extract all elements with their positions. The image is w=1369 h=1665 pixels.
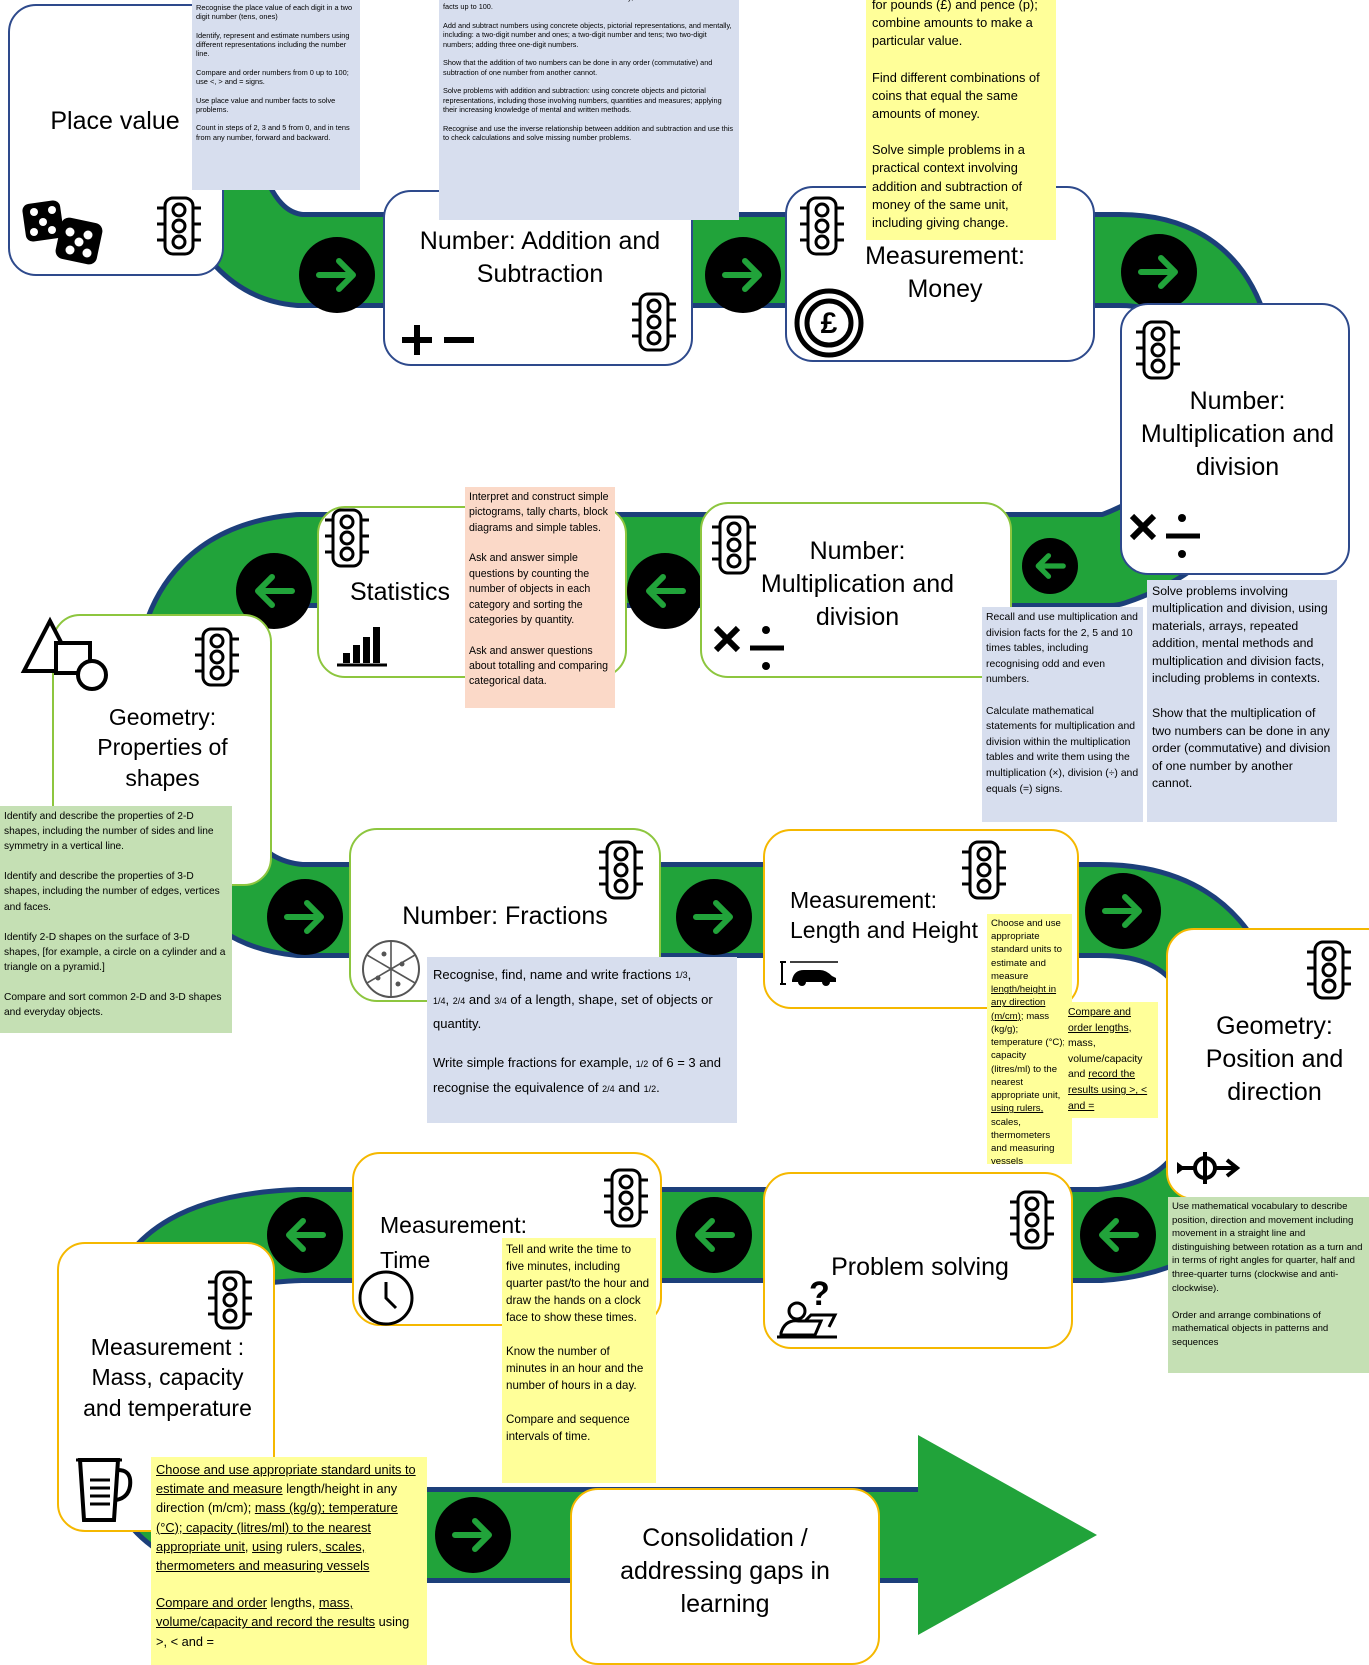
objectives-note: Tell and write the time to five minutes,…	[502, 1238, 656, 1483]
fraction: 1/2	[643, 1083, 657, 1094]
car-measure-icon	[780, 961, 838, 986]
traffic-light-icon	[630, 292, 678, 352]
fraction: 1/4	[433, 995, 446, 1006]
thinking-person-icon: ?	[777, 1275, 838, 1339]
station-title: Measurement: Money	[865, 242, 1025, 303]
fraction: 1/3	[675, 970, 688, 981]
direction-arrow-right	[705, 237, 781, 313]
direction-arrow-left	[267, 1197, 343, 1273]
station-title: Measurement: Time	[380, 1212, 528, 1273]
svg-text:?: ?	[809, 1275, 830, 1313]
direction-arrow-right	[435, 1497, 511, 1573]
direction-arrow-left	[627, 553, 703, 629]
station-title: Geometry: Properties of shapes	[97, 704, 228, 791]
dice-icon	[22, 200, 103, 265]
traffic-light-icon	[1134, 320, 1182, 380]
station-title: Geometry: Position and direction	[1205, 1012, 1344, 1106]
times-divide-icon	[713, 625, 784, 670]
traffic-light-icon	[323, 508, 371, 568]
station-title: Place value	[50, 107, 180, 135]
objectives-note: Recall and use addition and subtraction …	[439, 0, 739, 220]
station-consolidation	[570, 1488, 880, 1665]
position-icon	[1177, 1152, 1241, 1184]
station-title: Number: Multiplication and division	[1140, 387, 1335, 481]
objectives-note: Recognise the place value of each digit …	[192, 0, 360, 190]
times-divide-icon	[1129, 513, 1200, 558]
station-title: Number: Multiplication and division	[760, 537, 955, 631]
station-title: Number: Fractions	[402, 902, 608, 930]
objectives-note-a: Choose and use appropriate standard unit…	[987, 914, 1072, 1167]
note-text: of 6 = 3 and recognise the equivalence o…	[433, 1055, 721, 1095]
direction-arrow-right	[1085, 873, 1161, 949]
shapes-icon	[20, 616, 108, 691]
station-title: Number: Addition and Subtraction	[419, 227, 661, 288]
objectives-note: for pounds (£) and pence (p); combine am…	[866, 0, 1056, 240]
note-text: Recognise, find, name and write fraction…	[433, 967, 672, 982]
traffic-light-icon	[1305, 940, 1353, 1000]
fraction: 3/4	[494, 995, 507, 1006]
traffic-light-icon	[798, 196, 846, 256]
pound-coin-icon: £	[794, 288, 864, 358]
objectives-note: Interpret and construct simple pictogram…	[465, 487, 615, 708]
clock-icon	[358, 1270, 414, 1326]
objectives-note: Use mathematical vocabulary to describe …	[1168, 1197, 1369, 1373]
traffic-light-icon	[597, 840, 645, 900]
pizza-icon	[362, 940, 420, 998]
station-title: Problem solving	[831, 1253, 1009, 1281]
traffic-light-icon	[602, 1168, 650, 1228]
svg-text:£: £	[821, 307, 838, 340]
plus-minus-icon	[402, 325, 474, 355]
traffic-light-icon	[155, 196, 203, 256]
station-title: Consolidation / addressing gaps in learn…	[620, 1524, 830, 1618]
traffic-light-icon	[193, 627, 241, 687]
traffic-light-icon	[1008, 1190, 1056, 1250]
objectives-note: Recall and use multiplication and divisi…	[982, 607, 1143, 822]
direction-arrow-right	[267, 879, 343, 955]
objectives-note: Identify and describe the properties of …	[0, 806, 232, 1033]
objectives-note: Solve problems involving multiplication …	[1147, 580, 1337, 822]
note-text: Write simple fractions for example,	[433, 1055, 633, 1071]
jug-icon	[76, 1458, 133, 1522]
fraction: 2/4	[602, 1083, 615, 1094]
traffic-light-icon	[206, 1270, 254, 1330]
bar-chart-icon	[337, 627, 387, 667]
fraction: 1/2	[635, 1059, 649, 1070]
track-end-arrowhead	[918, 1435, 1097, 1635]
direction-arrow-right	[299, 237, 375, 313]
objectives-note: Choose and use appropriate standard unit…	[151, 1457, 427, 1665]
station-title: Statistics	[349, 578, 451, 606]
objectives-note-b: Compare and order lengths, mass, volume/…	[1064, 1002, 1158, 1118]
direction-arrow-left	[1080, 1197, 1156, 1273]
direction-arrow-left	[1022, 538, 1078, 594]
note-text: of a length, shape, set of objects or qu…	[433, 991, 713, 1032]
station-title: Measurement: Length and Height	[790, 887, 978, 944]
direction-arrow-right	[676, 879, 752, 955]
fraction: 2/4	[452, 995, 466, 1006]
fractions-note: Recognise, find, name and write fraction…	[427, 957, 737, 1123]
direction-arrow-left	[676, 1197, 752, 1273]
station-title: Measurement : Mass, capacity and tempera…	[83, 1334, 252, 1421]
direction-arrow-right	[1121, 234, 1197, 310]
